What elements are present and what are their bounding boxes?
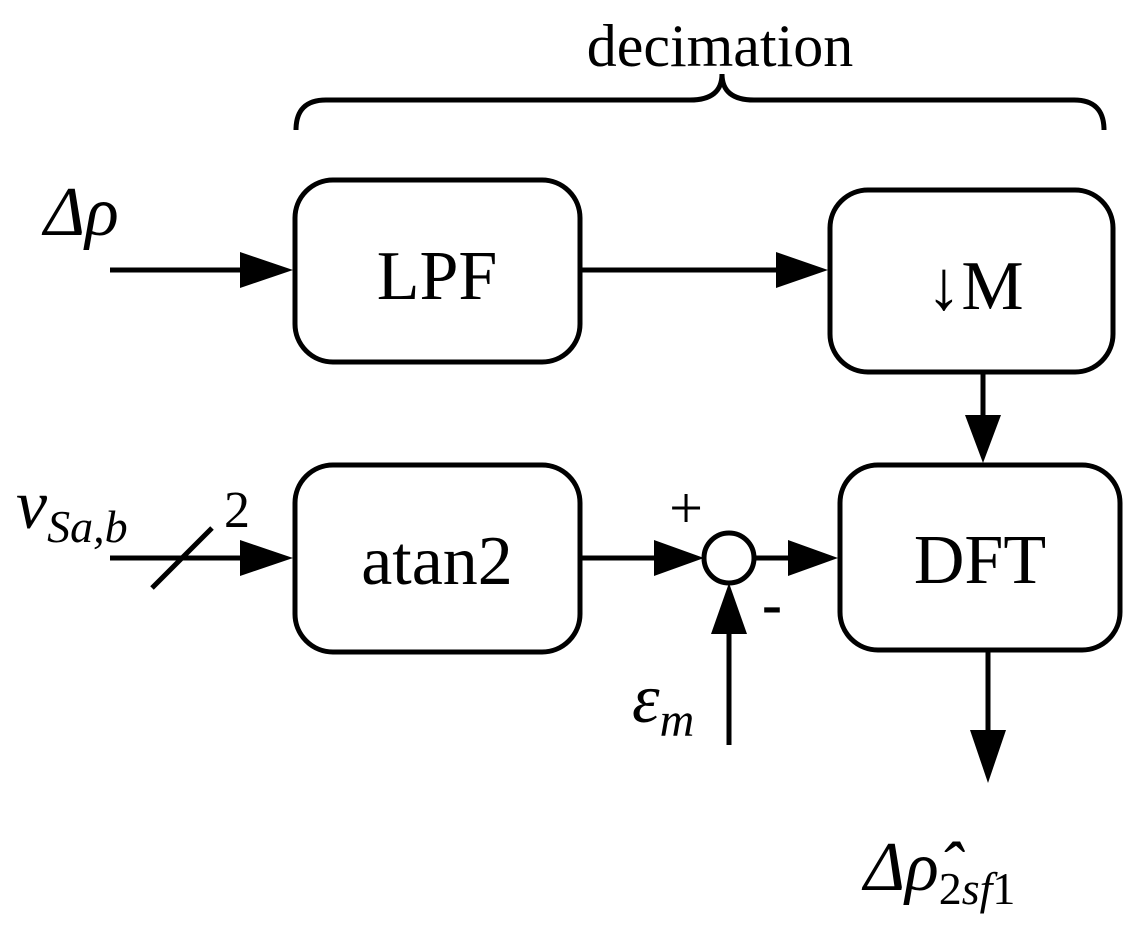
lpf-to-downsample-arrowhead bbox=[776, 252, 828, 288]
lpf-label: LPF bbox=[377, 238, 498, 315]
output-subscript-1: 1 bbox=[992, 863, 1015, 914]
atan2-to-sum-arrowhead bbox=[654, 540, 704, 576]
sum-plus-sign: + bbox=[669, 475, 703, 541]
epsilon-subscript: m bbox=[660, 694, 695, 747]
v-input-arrowhead bbox=[240, 540, 293, 576]
epsilon-input-arrowhead bbox=[711, 583, 747, 634]
summing-junction[interactable] bbox=[701, 530, 757, 586]
dft-output-arrowhead bbox=[970, 730, 1006, 783]
downsample-to-dft-arrowhead bbox=[965, 415, 1001, 463]
v-input-label: vSa,b bbox=[16, 467, 128, 552]
sum-minus-sign: - bbox=[762, 571, 782, 637]
bus-slash bbox=[150, 526, 214, 590]
sum-to-dft-arrowhead bbox=[788, 540, 838, 576]
dft-label: DFT bbox=[914, 522, 1046, 599]
delta-rho-label: Δρ bbox=[41, 174, 119, 251]
downsample-block[interactable] bbox=[827, 187, 1116, 375]
delta-rho-arrowhead bbox=[240, 252, 293, 288]
v-input-subscript: Sa,b bbox=[47, 501, 128, 552]
downsample-label: ↓M bbox=[926, 248, 1023, 325]
decimation-label: decimation bbox=[587, 13, 854, 79]
dft-block[interactable] bbox=[837, 462, 1123, 653]
epsilon-label: εm bbox=[632, 661, 694, 747]
output-subscript-2: 2 bbox=[939, 863, 962, 914]
bus-width-label: 2 bbox=[224, 482, 250, 539]
atan2-label: atan2 bbox=[361, 523, 513, 600]
decimation-brace bbox=[293, 73, 1107, 131]
output-label: Δρ̂2sf1 bbox=[861, 829, 1015, 914]
